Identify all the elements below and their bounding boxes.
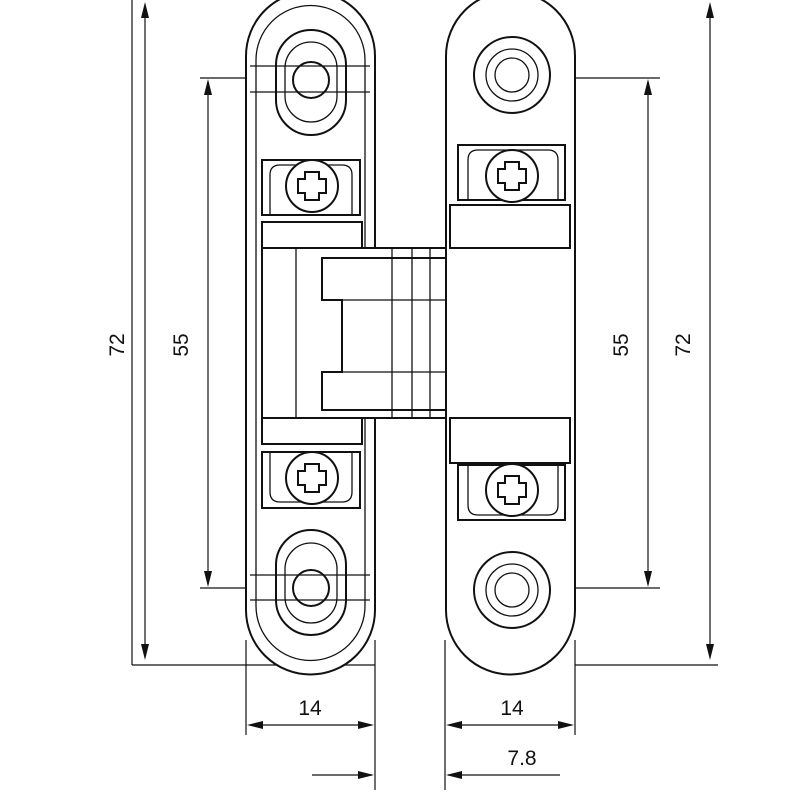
dim-text-14-right: 14 bbox=[500, 697, 524, 720]
dim-text-7-8: 7.8 bbox=[507, 747, 536, 770]
dim-text-55-left: 55 bbox=[170, 333, 193, 356]
dimension-14-left bbox=[247, 721, 374, 729]
bottom-slot-hole bbox=[250, 529, 370, 636]
dim-text-72-right: 72 bbox=[672, 333, 695, 356]
dim-text-14-left: 14 bbox=[298, 697, 322, 720]
upper-screw bbox=[261, 159, 363, 249]
right-upper-screw bbox=[449, 144, 571, 249]
dim-text-55-right: 55 bbox=[610, 333, 633, 356]
dimension-72-right bbox=[706, 2, 714, 660]
lower-screw bbox=[261, 417, 363, 509]
dimension-55-right bbox=[644, 79, 652, 587]
dim-text-72-left: 72 bbox=[106, 333, 129, 356]
top-round-hole bbox=[473, 36, 551, 114]
right-lower-screw bbox=[449, 417, 571, 521]
left-hinge-leaf bbox=[245, 0, 376, 676]
dimension-72-left bbox=[141, 2, 149, 660]
top-slot-hole bbox=[250, 29, 370, 136]
right-hinge-leaf bbox=[445, 0, 576, 676]
dimension-7-8 bbox=[312, 771, 560, 779]
bottom-round-hole bbox=[473, 551, 551, 629]
dimension-55-left bbox=[204, 79, 212, 587]
dimension-14-right bbox=[446, 721, 574, 729]
